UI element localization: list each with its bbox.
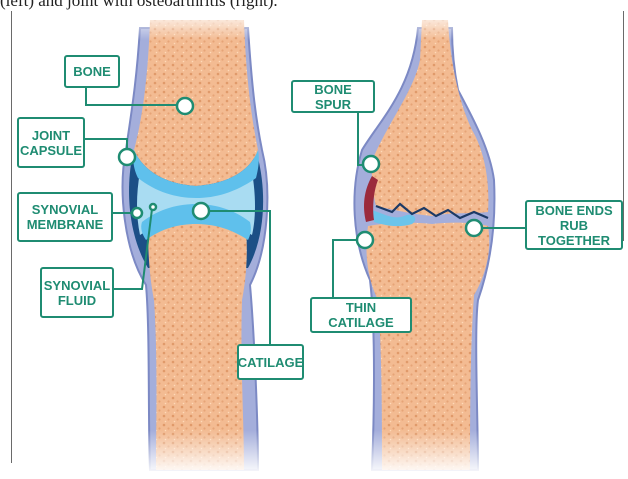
synovial-membrane-marker (132, 208, 142, 218)
joint-capsule-marker (119, 149, 135, 165)
catilage-marker (193, 203, 209, 219)
bone-spur-marker (363, 156, 379, 172)
label-synovial-membrane: SYNOVIAL MEMBRANE (17, 192, 113, 242)
bone-marker (177, 98, 193, 114)
thin-catilage-marker (357, 232, 373, 248)
label-synovial-fluid: SYNOVIAL FLUID (40, 267, 114, 318)
healthy-joint (123, 10, 268, 475)
label-bone-ends-rub-together: BONE ENDS RUB TOGETHER (525, 200, 623, 250)
label-bone-spur: BONE SPUR (291, 80, 375, 113)
synovial-fluid-marker (150, 204, 156, 210)
label-catilage: CATILAGE (237, 344, 304, 380)
label-bone: BONE (64, 55, 120, 88)
label-joint-capsule: JOINT CAPSULE (17, 117, 85, 168)
left-upper-bone (134, 20, 258, 186)
label-thin-catilage: THIN CATILAGE (310, 297, 412, 333)
bone-ends-marker (466, 220, 482, 236)
